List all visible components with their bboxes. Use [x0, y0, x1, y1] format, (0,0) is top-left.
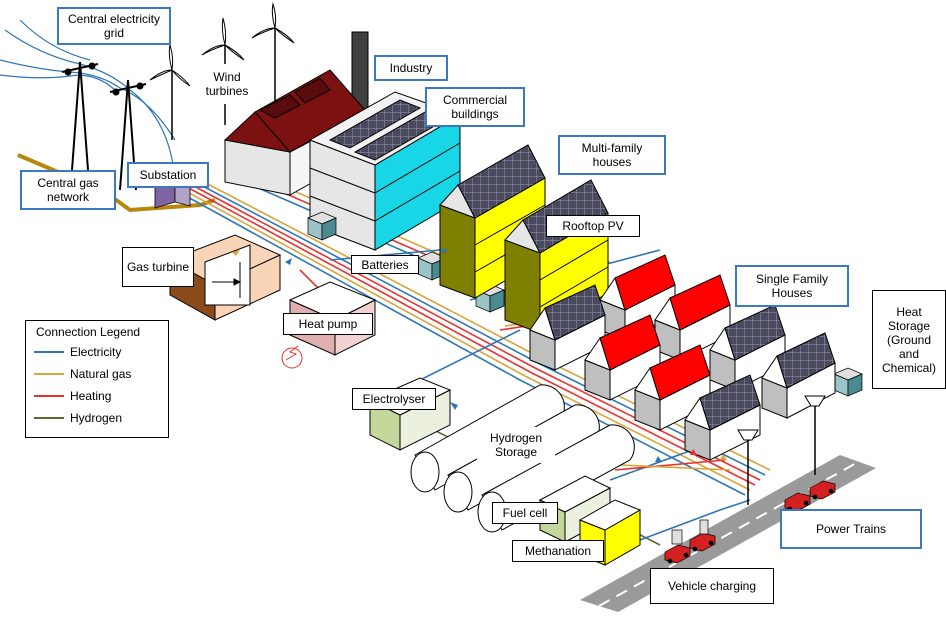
label-methanation: Methanation [512, 540, 604, 562]
car-4 [809, 480, 836, 500]
label-central-electricity-grid: Central electricity grid [57, 7, 171, 45]
connection-legend: Connection Legend Electricity Natural ga… [25, 320, 169, 438]
label-substation: Substation [127, 162, 209, 188]
battery-stack-1 [307, 211, 337, 241]
single-family-house-8 [684, 374, 761, 461]
single-family-house-7 [761, 332, 836, 419]
legend-swatch [34, 395, 64, 397]
label-gas-turbine: Gas turbine [122, 247, 194, 287]
label-wind-turbines: Wind turbines [192, 64, 262, 104]
flow-arrows [232, 248, 727, 462]
label-vehicle-charging: Vehicle charging [650, 568, 774, 604]
label-multi-family-houses: Multi-family houses [558, 135, 666, 175]
label-fuel-cell: Fuel cell [492, 502, 558, 524]
legend-label: Natural gas [70, 367, 132, 381]
gas-turbine-unit [168, 234, 282, 321]
single-family-house-1 [599, 254, 676, 341]
label-industry: Industry [374, 55, 448, 81]
single-family-house-3 [654, 274, 731, 361]
street-lamps [737, 395, 826, 505]
power-lines [0, 19, 176, 181]
single-family-house-6 [634, 344, 711, 431]
label-heat-storage: Heat Storage (Ground and Chemical) [872, 290, 946, 389]
wind-turbine-1 [149, 44, 191, 140]
commercial-building [308, 91, 462, 251]
label-power-trains: Power Trains [780, 509, 922, 549]
label-central-gas-network: Central gas network [20, 170, 116, 210]
legend-label: Heating [70, 389, 112, 403]
label-heat-pump: Heat pump [283, 313, 373, 335]
label-rooftop-pv: Rooftop PV [546, 215, 640, 237]
industry-building [223, 31, 371, 196]
single-family-house-4 [584, 314, 661, 401]
label-single-family-houses: Single Family Houses [735, 265, 849, 307]
legend-label: Hydrogen [70, 411, 123, 425]
legend-item-hydrogen: Hydrogen [34, 411, 122, 425]
legend-swatch [34, 373, 64, 375]
car-2 [689, 532, 716, 552]
single-family-houses [529, 254, 836, 461]
legend-item-natural-gas: Natural gas [34, 367, 131, 381]
label-hydrogen-storage: Hydrogen Storage [477, 427, 555, 463]
car-3 [784, 492, 811, 512]
single-family-house-2 [529, 284, 606, 371]
vehicles [664, 480, 836, 564]
label-batteries: Batteries [351, 255, 419, 274]
power-pylon-1 [61, 61, 99, 171]
legend-item-electricity: Electricity [34, 345, 121, 359]
label-electrolyser: Electrolyser [352, 388, 436, 410]
legend-title: Connection Legend [36, 325, 141, 339]
legend-label: Electricity [70, 345, 122, 359]
car-1 [664, 544, 691, 564]
label-commercial-buildings: Commercial buildings [425, 87, 525, 127]
battery-stack-4 [833, 367, 863, 397]
legend-item-heating: Heating [34, 389, 111, 403]
legend-swatch [34, 417, 64, 419]
legend-swatch [34, 351, 64, 353]
charging-station [671, 519, 709, 545]
